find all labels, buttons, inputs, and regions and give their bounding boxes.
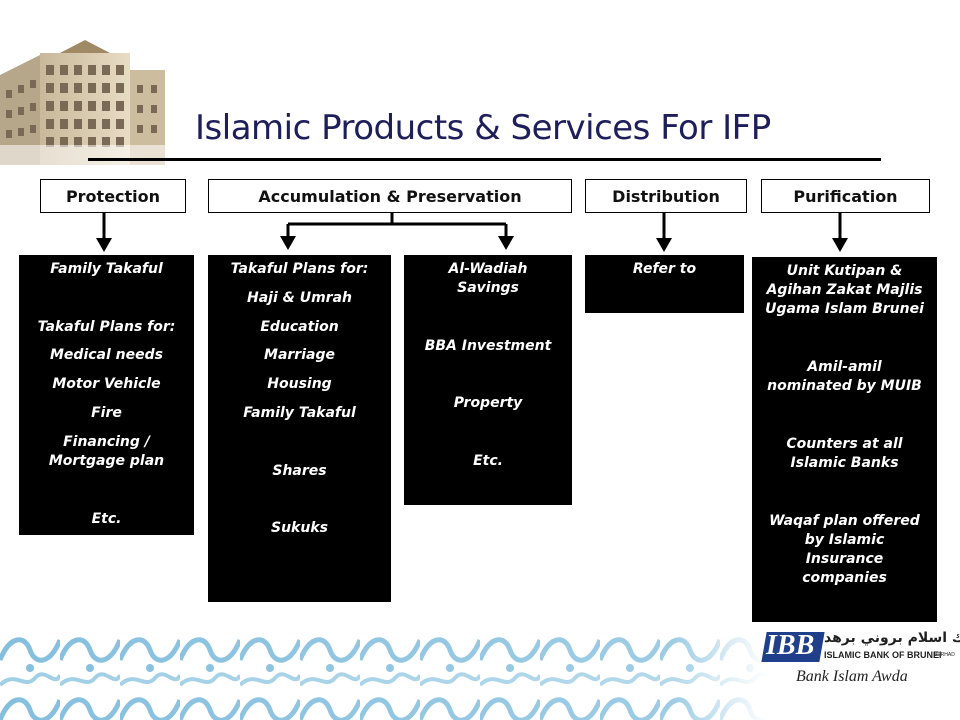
box-distribution: Refer to (585, 255, 744, 313)
box-item: Mortgage plan (48, 453, 165, 469)
title-underline (88, 158, 881, 161)
box-item: Property (453, 395, 523, 411)
building-image (0, 40, 175, 165)
box-item: Financing / (63, 434, 150, 450)
box-item: Haji & Umrah (247, 290, 352, 306)
box-item: Housing (267, 376, 332, 392)
box-item: Ugama Islam Brunei (765, 301, 924, 317)
box-item: Insurance (805, 551, 884, 567)
box-item: Marriage (264, 347, 335, 363)
box-item: Etc. (91, 511, 122, 527)
box-item: Amil-amil (807, 359, 882, 375)
header-protection: Protection (40, 179, 186, 213)
box-item: Unit Kutipan & (786, 263, 903, 279)
page-title: Islamic Products & Services For IFP (195, 108, 771, 148)
box-item: Al-Wadiah (448, 261, 528, 277)
box-item: Education (260, 319, 339, 335)
box-item: Sukuks (271, 520, 328, 536)
box-takaful-plans: Takaful Plans for: Haji & Umrah Educatio… (208, 255, 391, 602)
logo-suffix: BERHAD (934, 652, 955, 658)
logo-tagline: Bank Islam Awda (796, 668, 908, 685)
logo-bank-name: ISLAMIC BANK OF BRUNEI (824, 650, 942, 660)
box-item: Savings (457, 280, 519, 296)
box-item: BBA Investment (424, 338, 552, 354)
box-item: Islamic Banks (790, 455, 899, 471)
box-item: by Islamic (804, 532, 885, 548)
box-item: Motor Vehicle (52, 376, 161, 392)
header-purification: Purification (761, 179, 930, 213)
box-item: Shares (272, 463, 327, 479)
ibb-logo: IBB بيتك اسلام بروني برهد ISLAMIC BANK O… (760, 628, 960, 718)
box-item: Family Takaful (243, 405, 356, 421)
header-distribution: Distribution (585, 179, 747, 213)
box-item: Etc. (473, 453, 503, 469)
logo-arabic: بيتك اسلام بروني برهد (824, 630, 960, 646)
logo-mark: IBB (766, 630, 815, 661)
box-item: Fire (91, 405, 122, 421)
box-item: Waqaf plan offered (769, 513, 920, 529)
box-item: Refer to (632, 261, 697, 277)
box-savings: Al-Wadiah Savings BBA Investment Propert… (404, 255, 572, 505)
header-accumulation: Accumulation & Preservation (208, 179, 572, 213)
box-item: Agihan Zakat Majlis (766, 282, 923, 298)
box-item: companies (802, 570, 887, 586)
box-item: Counters at all (786, 436, 903, 452)
box-item: nominated by MUIB (767, 378, 922, 394)
box-purification: Unit Kutipan & Agihan Zakat Majlis Ugama… (752, 257, 937, 622)
box-protection: Family Takaful Takaful Plans for: Medica… (19, 255, 194, 535)
box-item: Takaful Plans for: (230, 261, 369, 277)
box-item: Takaful Plans for: (37, 319, 176, 335)
box-item: Family Takaful (50, 261, 163, 277)
box-item: Medical needs (50, 347, 163, 363)
